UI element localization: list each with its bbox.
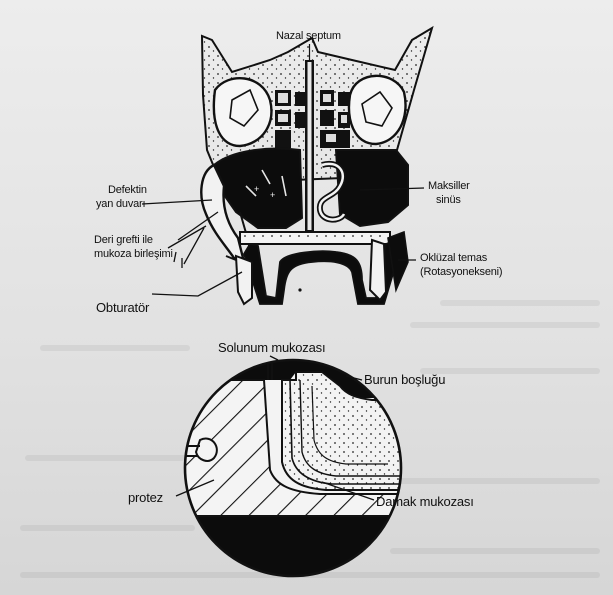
label-skin-graft-line2: mukoza birleşimi bbox=[94, 248, 173, 261]
svg-text:+: + bbox=[270, 190, 275, 200]
leader-respiratory-mucosa bbox=[270, 356, 278, 360]
label-obturator: Obturatör bbox=[96, 300, 149, 315]
label-maxillary-sinus-line1: Maksiller bbox=[428, 180, 470, 193]
svg-text:+: + bbox=[254, 184, 259, 194]
right-orbit bbox=[349, 76, 406, 144]
left-tooth bbox=[236, 256, 252, 304]
label-nasal-cavity: Burun boşluğu bbox=[364, 372, 445, 387]
maxillary-sinus bbox=[336, 150, 408, 226]
label-occlusal-contact-line1: Oklüzal temas bbox=[420, 252, 487, 265]
leader-obturator bbox=[152, 272, 242, 296]
magnified-detail bbox=[176, 355, 410, 586]
label-nasal-septum: Nazal septum bbox=[276, 30, 341, 43]
label-respiratory-mucosa: Solunum mukozası bbox=[218, 340, 325, 355]
right-tooth bbox=[370, 240, 386, 300]
label-prosthesis: protez bbox=[128, 490, 163, 505]
label-occlusal-contact-line2: (Rotasyonekseni) bbox=[420, 266, 502, 279]
label-maxillary-sinus-line2: sinüs bbox=[436, 194, 461, 207]
prosthesis-notch bbox=[196, 439, 217, 461]
label-defective-wall-line1: Defektin bbox=[108, 184, 147, 197]
left-orbit bbox=[214, 78, 272, 146]
label-palatal-mucosa: Damak mukozası bbox=[376, 494, 474, 509]
skull-cross-section: + + bbox=[142, 28, 432, 304]
label-defective-wall-line2: yan duvarı bbox=[96, 198, 145, 211]
label-skin-graft-line1: Deri grefti ile bbox=[94, 234, 153, 247]
